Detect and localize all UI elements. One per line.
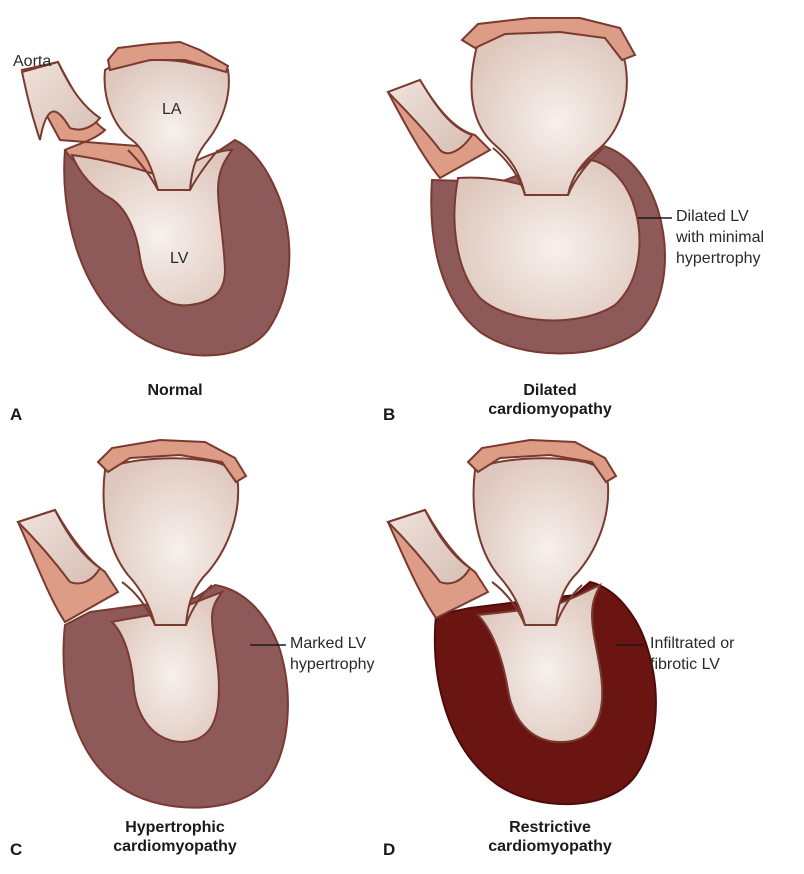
- panel-d-aorta: [386, 508, 472, 585]
- panel-d-la: [472, 457, 610, 626]
- panel-b-annotation-line-2: with minimal: [676, 229, 765, 246]
- panel-b-aorta: [386, 78, 474, 155]
- aorta-label: Aorta: [13, 53, 52, 70]
- panel-c-annotation-line-2: hypertrophy: [290, 656, 375, 673]
- panel-c-title-line-1: Hypertrophic: [125, 819, 225, 836]
- panel-c-title-line-2: cardiomyopathy: [113, 838, 237, 855]
- panel-a-la: [103, 59, 230, 191]
- panel-d-heart: [386, 438, 657, 806]
- panel-b-annotation-line-3: hypertrophy: [676, 250, 761, 267]
- panel-d-annotation-line-1: Infiltrated or: [650, 635, 735, 652]
- panel-d-title-line-2: cardiomyopathy: [488, 838, 612, 855]
- panel-c-annotation-line-1: Marked LV: [290, 635, 367, 652]
- panel-a-heart: [20, 40, 291, 357]
- panel-d-letter: D: [383, 840, 396, 859]
- panel-c-aorta: [16, 508, 102, 585]
- panel-d-title-line-1: Restrictive: [509, 819, 591, 836]
- panel-c-la: [102, 457, 240, 626]
- panel-a-letter: A: [10, 405, 23, 424]
- la-label: LA: [162, 101, 182, 118]
- panel-b-annotation-line-1: Dilated LV: [676, 208, 749, 225]
- lv-label: LV: [170, 250, 189, 267]
- panel-b-title-line-2: cardiomyopathy: [488, 401, 612, 418]
- panel-c-letter: C: [10, 840, 23, 859]
- panel-b-heart: [386, 17, 666, 355]
- panel-b-title-line-1: Dilated: [523, 382, 577, 399]
- panel-b-letter: B: [383, 405, 396, 424]
- panel-d-annotation-line-2: fibrotic LV: [650, 656, 720, 673]
- panel-c-heart: [16, 438, 289, 809]
- panel-a-aorta: [20, 60, 102, 141]
- panel-a-title: Normal: [147, 382, 203, 399]
